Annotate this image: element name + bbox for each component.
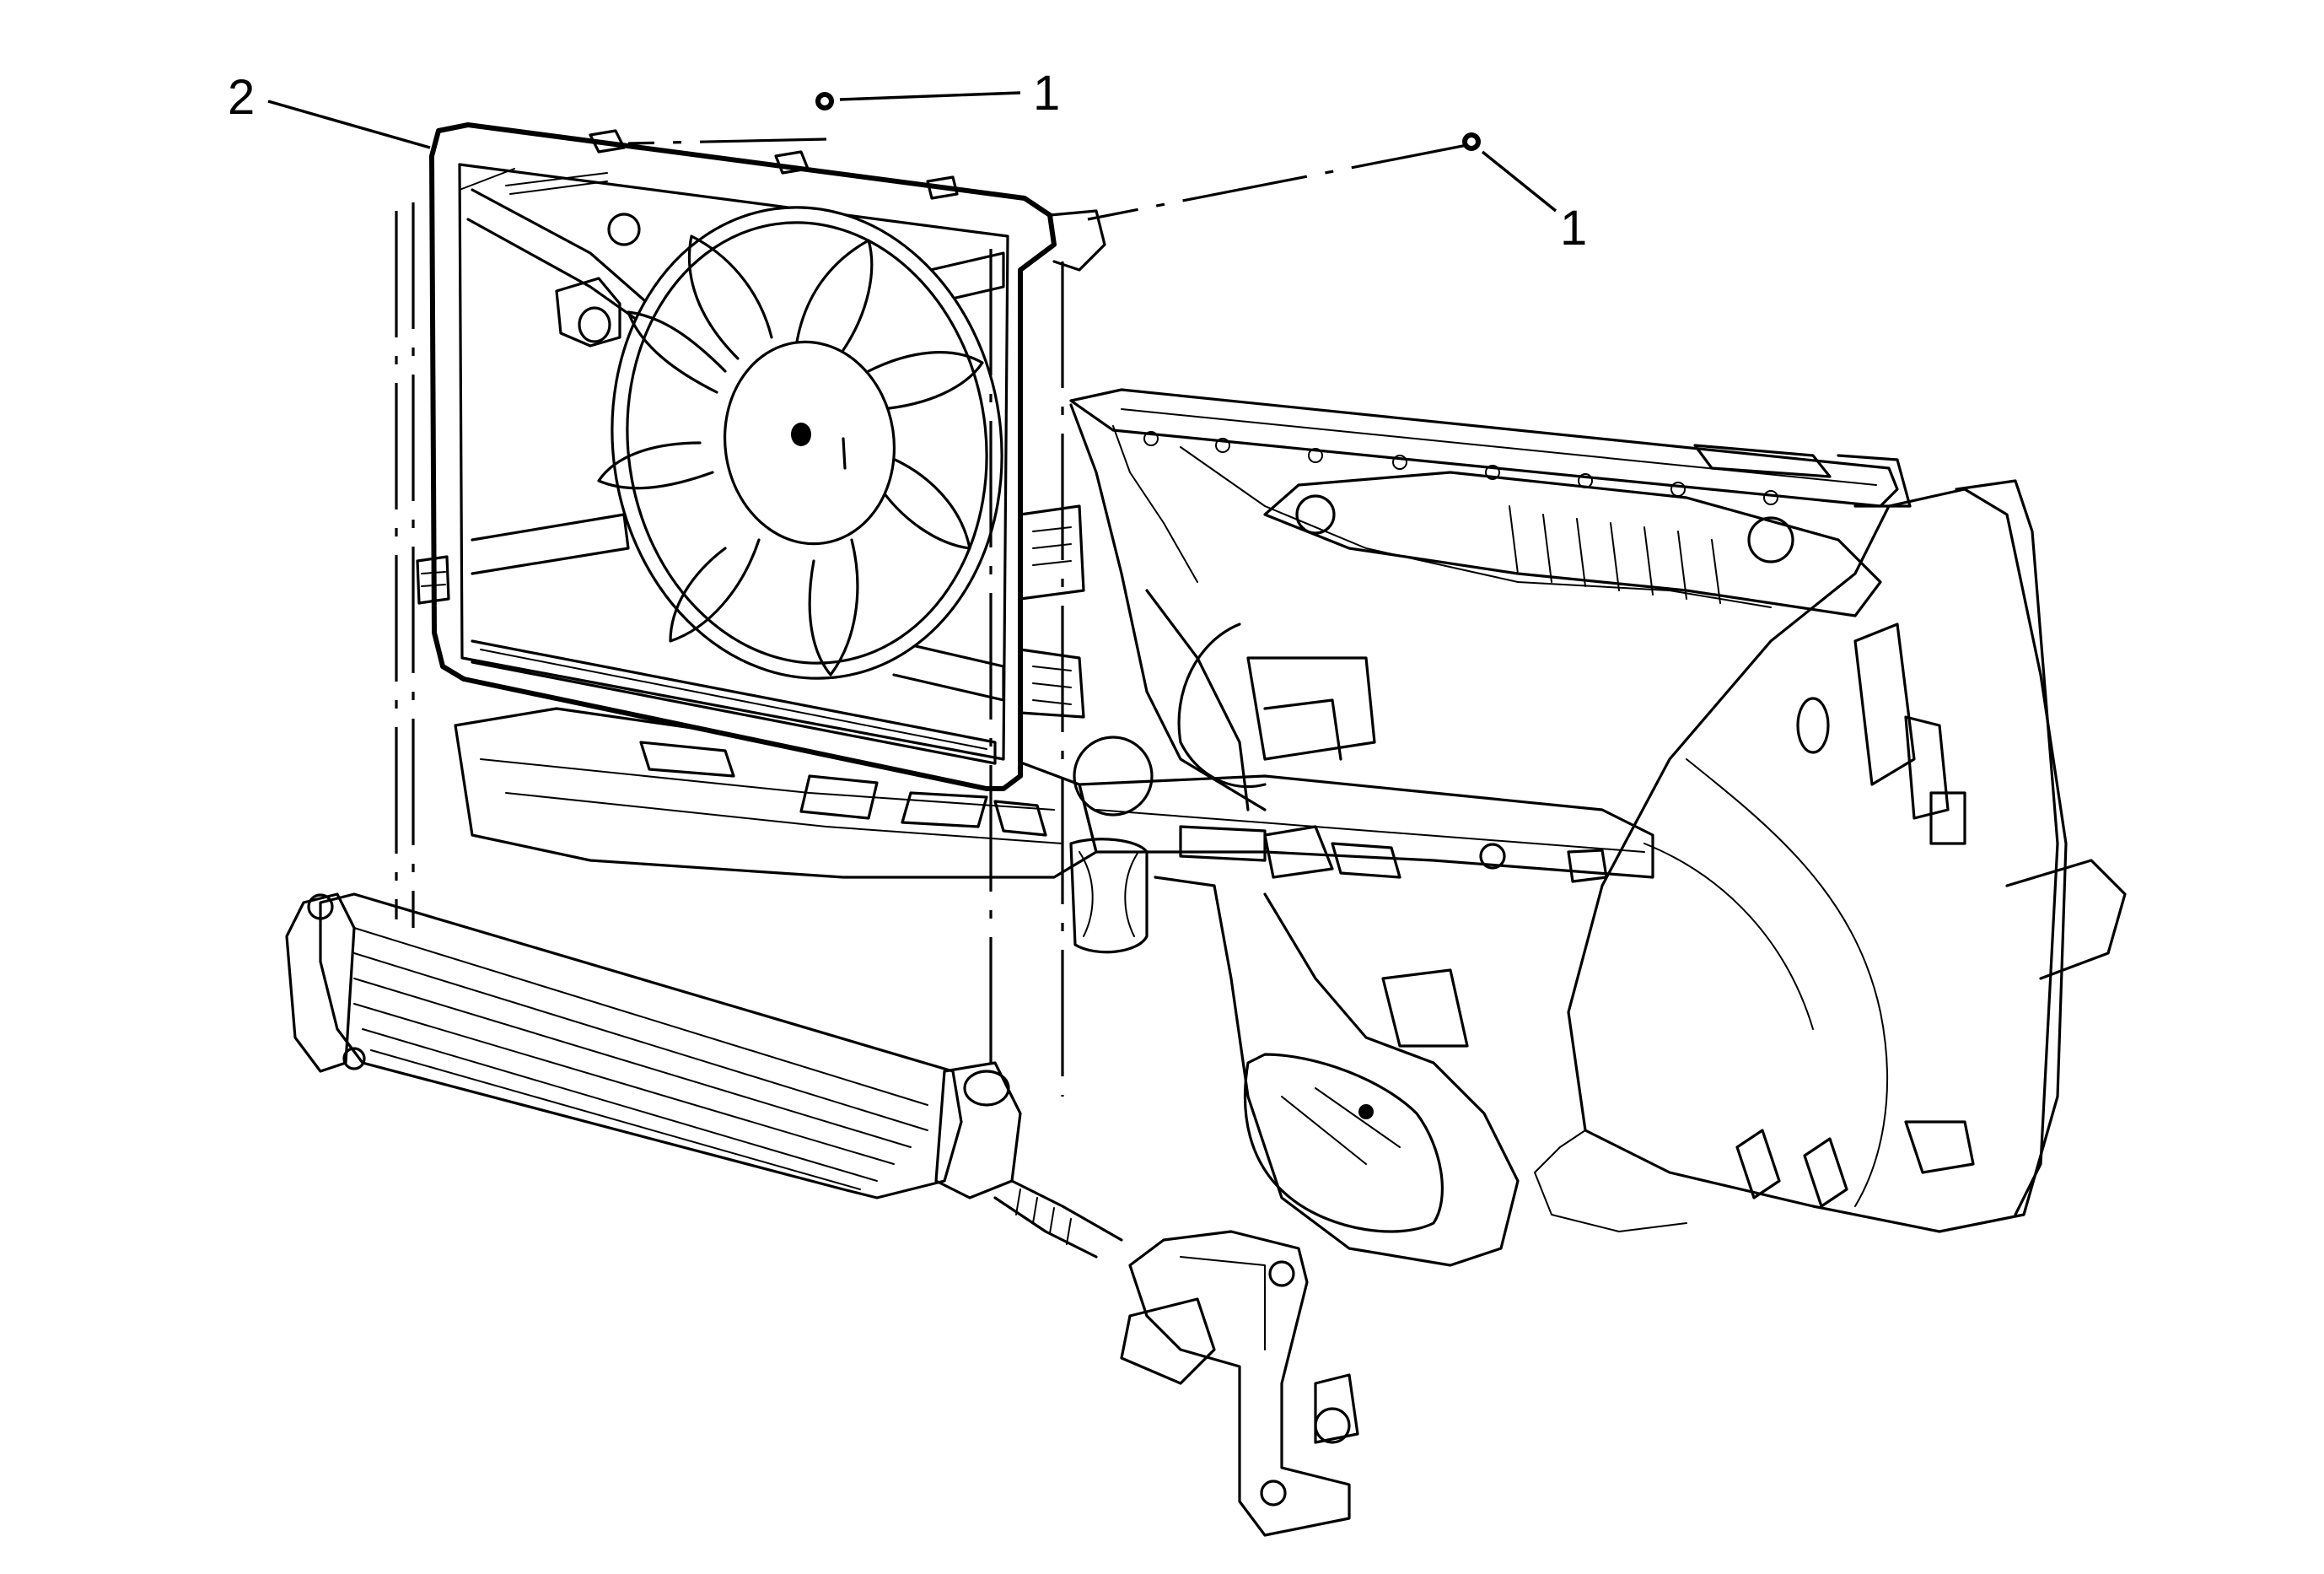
- callout-label-fastener-top: 1: [1033, 66, 1060, 121]
- fan-shroud-assembly: [416, 122, 1106, 791]
- callout-label-fan-shroud: 2: [228, 70, 255, 125]
- callout-fastener-top: 1: [815, 66, 1060, 121]
- callout-label-fastener-right: 1: [1560, 201, 1587, 256]
- condenser-radiator: [285, 892, 1123, 1259]
- callout-fan-shroud: 2: [228, 70, 431, 149]
- callout-fastener-right: 1: [1462, 132, 1587, 256]
- front-body-structure: [454, 388, 2127, 1537]
- installation-guide-lines: [395, 137, 1477, 1097]
